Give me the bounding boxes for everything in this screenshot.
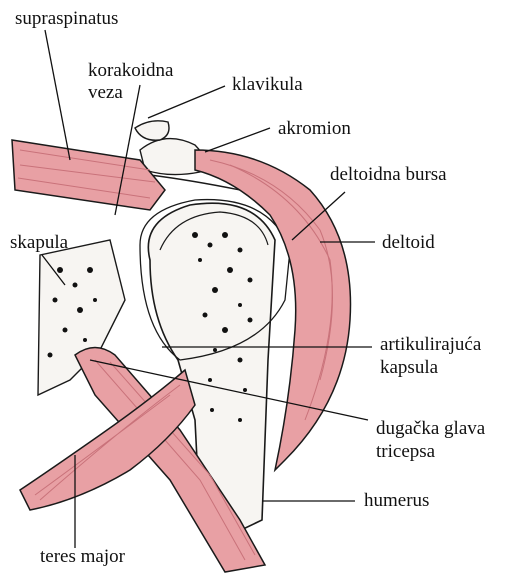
label-humerus: humerus xyxy=(364,490,429,511)
label-deltoid: deltoid xyxy=(382,232,435,253)
label-teres-major: teres major xyxy=(40,546,125,567)
label-klavikula: klavikula xyxy=(232,74,303,95)
label-deltoidna-bursa: deltoidna bursa xyxy=(330,164,447,185)
label-skapula: skapula xyxy=(10,232,68,253)
label-korakoidna-veza-line2: veza xyxy=(88,82,123,103)
label-supraspinatus: supraspinatus xyxy=(15,8,118,29)
label-korakoidna-veza-line1: korakoidna xyxy=(88,60,173,81)
label-dugacka-glava-line1: dugačka glava xyxy=(376,418,485,439)
label-artikulirajuca-kapsula-line2: kapsula xyxy=(380,357,438,378)
label-akromion: akromion xyxy=(278,118,351,139)
label-artikulirajuca-kapsula-line1: artikulirajuća xyxy=(380,334,481,355)
label-dugacka-glava-line2: tricepsa xyxy=(376,441,435,462)
clavicle-bone xyxy=(135,121,169,140)
